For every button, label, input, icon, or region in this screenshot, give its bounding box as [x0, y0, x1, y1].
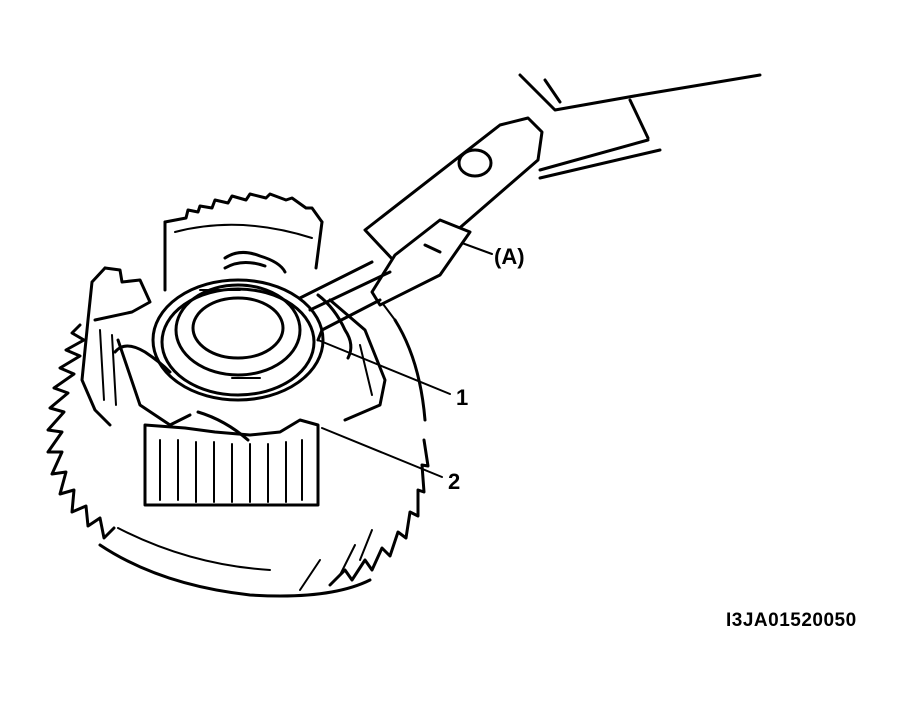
- large-gear: [46, 299, 430, 598]
- synchronizer-hub: [80, 192, 387, 507]
- leader-line-2: [321, 427, 443, 478]
- snap-ring: [151, 278, 325, 402]
- figure-code: I3JA01520050: [726, 610, 857, 631]
- callout-label-2: 2: [448, 469, 460, 494]
- leader-line-a: [461, 242, 493, 255]
- snap-ring-pliers: [298, 73, 762, 342]
- leader-lines: [317, 242, 493, 478]
- leader-line-1: [317, 339, 451, 395]
- callout-label-a: (A): [494, 244, 525, 269]
- callout-label-1: 1: [456, 385, 468, 410]
